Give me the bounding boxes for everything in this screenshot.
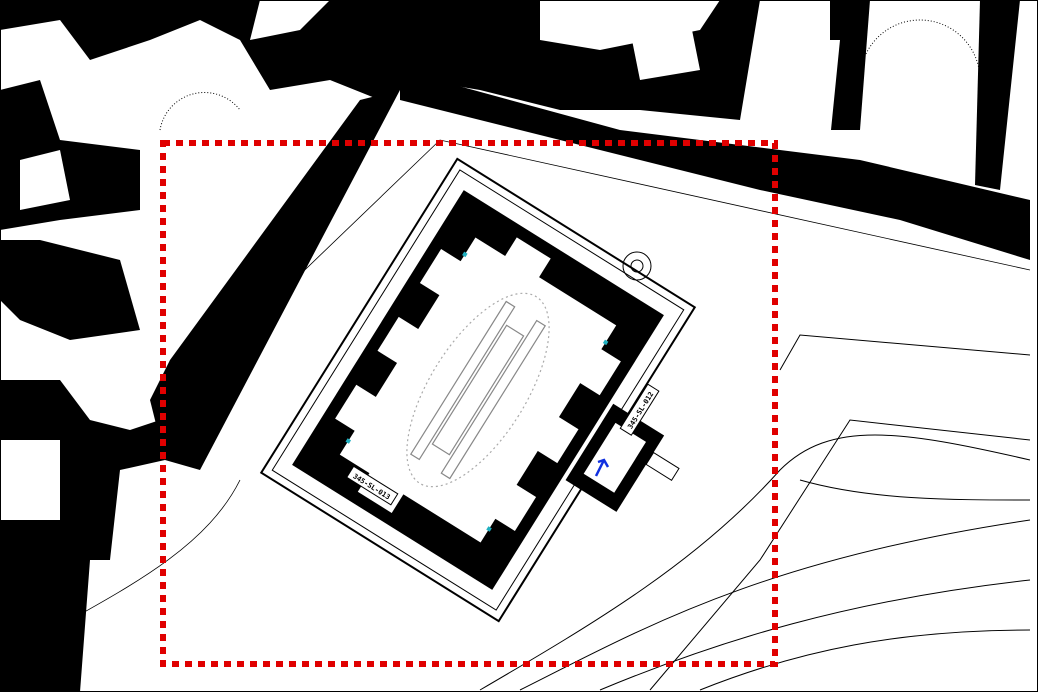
central-building xyxy=(259,157,697,623)
seating-rows xyxy=(406,292,550,488)
highlight-region xyxy=(160,140,778,667)
site-contours xyxy=(0,19,1031,691)
entrance-arrow-icon xyxy=(594,458,610,477)
